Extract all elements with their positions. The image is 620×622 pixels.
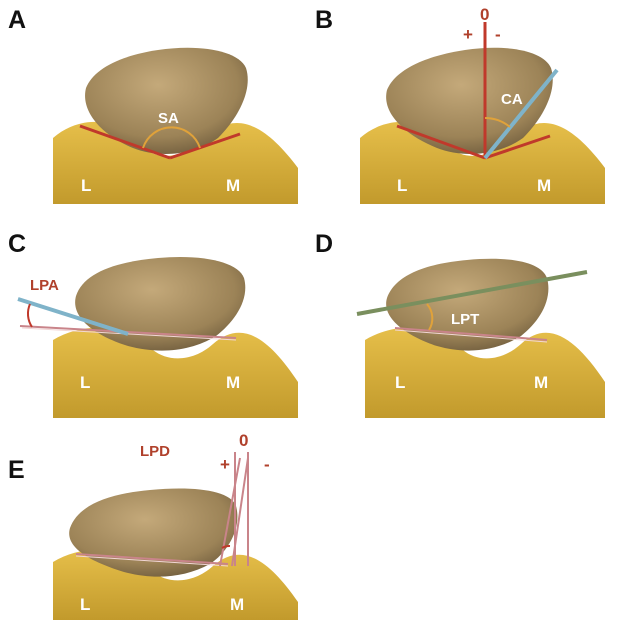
medial-label: M [537,176,551,195]
angle-arc [27,303,33,328]
panel-letter: B [315,6,334,34]
lateral-label: L [395,373,405,392]
condylar-reference-line [75,553,229,565]
femur-condyles [365,327,605,418]
panel-letter: D [315,230,334,258]
panel-a: A SA L M [8,6,298,204]
condylar-reference-line-inner [394,329,548,343]
knee-diagram: LPA L M [17,256,298,418]
minus-label: - [495,25,501,44]
femur-condyles [53,121,298,204]
panel-letter: E [8,456,25,484]
lateral-facet-line [396,124,486,160]
panel-c: C LPA L M [8,222,298,418]
knee-diagram: SA L M [53,47,298,204]
condylar-reference-line-inner [21,327,237,341]
knee-diagram: 0 + - CA L M [360,5,605,204]
angle-label: LPA [30,277,59,294]
lateral-label: L [80,373,90,392]
patella [69,488,238,577]
medial-label: M [226,373,240,392]
minus-label: - [264,455,270,474]
zero-label: 0 [239,431,248,450]
medial-label: M [226,176,240,195]
condylar-reference-line-inner [75,555,229,567]
patellar-width-line [356,270,588,316]
plus-label: + [463,25,473,44]
lateral-label: L [80,595,90,614]
bisector-line [483,68,559,160]
medial-label: M [230,595,244,614]
angle-label: LPT [451,311,479,328]
angle-label: CA [501,91,523,108]
angle-arc [426,303,434,331]
lateral-facet-line [79,124,171,160]
medial-facet-line [169,132,241,160]
panel-b: B 0 + - CA L M [315,5,605,204]
panel-letter: C [8,230,27,258]
medial-facet-line [484,134,551,160]
femur-condyles [53,327,298,418]
angle-label: SA [158,110,179,127]
knee-diagram: LPT L M [356,258,605,418]
patella [75,256,246,351]
panel-letter: A [8,6,27,34]
medial-label: M [534,373,548,392]
femur-condyles [360,121,605,204]
angle-label: LPD [140,443,170,460]
patella [386,258,549,351]
zero-label: 0 [480,5,489,24]
lateral-label: L [81,176,91,195]
lateral-facet-line [17,297,129,336]
condylar-reference-line [394,327,548,341]
plus-label: + [220,455,230,474]
panel-e: E 0 + - LPD L M [8,424,298,620]
angle-arc [484,117,511,128]
knee-diagram: 0 + - LPD L M [53,431,298,620]
angle-arc [142,126,201,149]
patella [85,47,248,154]
angle-arc [221,544,231,549]
lateral-label: L [397,176,407,195]
panel-d: D LPT L M [315,222,605,418]
